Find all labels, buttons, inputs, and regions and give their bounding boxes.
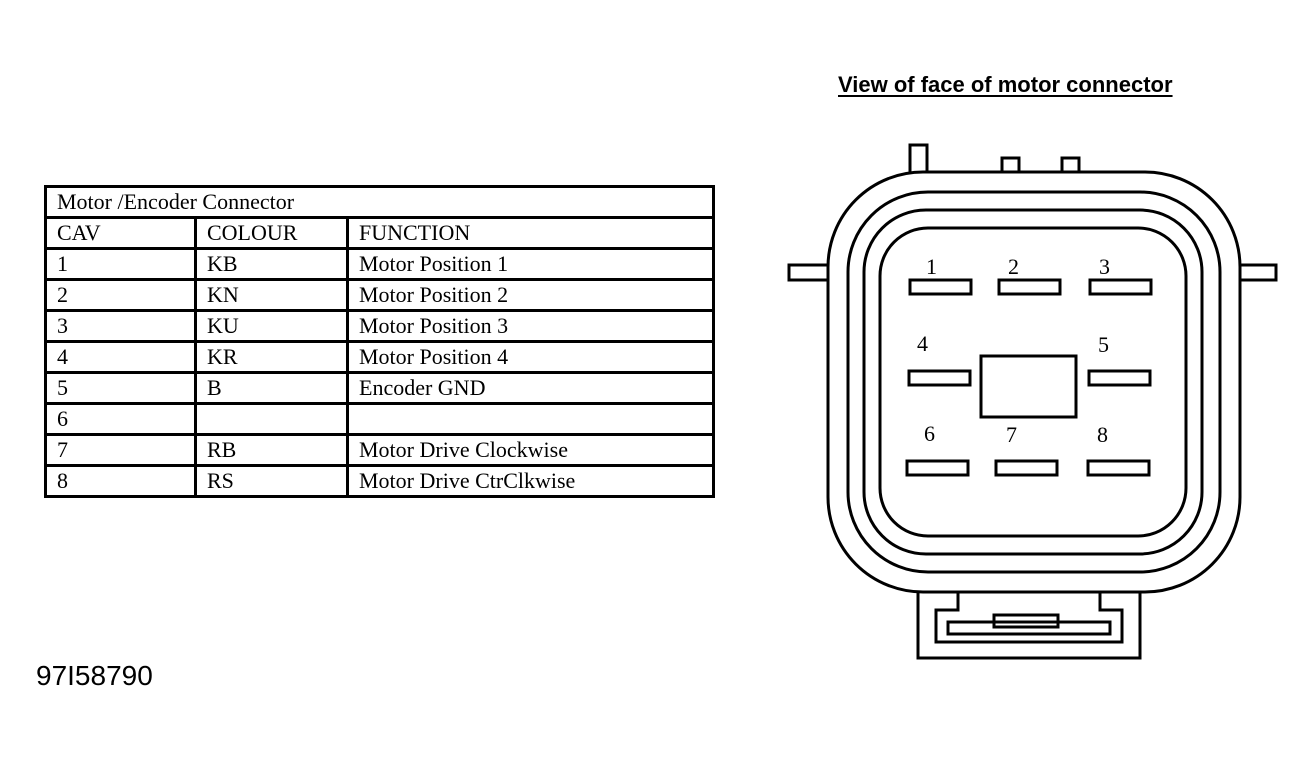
cav-cell: 8 (44, 464, 197, 498)
colour-cell: KU (194, 309, 349, 343)
pin-label: 8 (1097, 422, 1108, 447)
cav-cell: 6 (44, 402, 197, 436)
table-row: 8 RS Motor Drive CtrClkwise (44, 464, 716, 498)
function-cell: Motor Position 4 (345, 340, 716, 374)
table-row: 4 KR Motor Position 4 (44, 340, 716, 374)
header-cav: CAV (44, 216, 197, 250)
function-cell: Motor Position 3 (345, 309, 716, 343)
function-cell: Motor Drive CtrClkwise (345, 464, 716, 498)
housing-seal-ring (846, 190, 1222, 574)
colour-cell: RB (194, 433, 349, 467)
pin-label: 4 (917, 331, 928, 356)
pin-2-slot (997, 278, 1062, 296)
cav-cell: 5 (44, 371, 197, 405)
function-cell: Motor Position 2 (345, 278, 716, 312)
housing-outer-shell (826, 170, 1242, 594)
table-title-row: Motor /Encoder Connector (43, 185, 716, 219)
function-cell (345, 402, 716, 436)
table-row: 5 B Encoder GND (44, 371, 716, 405)
pin-number-labels: 1 2 3 4 5 6 7 8 (917, 254, 1110, 447)
figure-id: 97I58790 (36, 660, 153, 691)
colour-cell (194, 402, 349, 436)
pin-label: 5 (1098, 332, 1109, 357)
table-row: 2 KN Motor Position 2 (44, 278, 716, 312)
pin-3-slot (1088, 278, 1153, 296)
colour-cell: RS (194, 464, 349, 498)
pin-face-boundary (878, 226, 1188, 538)
cav-cell: 4 (44, 340, 197, 374)
left-side-ear (787, 263, 831, 282)
connector-pin-table: Motor /Encoder Connector CAV COLOUR FUNC… (43, 185, 716, 498)
table-row: 7 RB Motor Drive Clockwise (44, 433, 716, 467)
pin-1-slot (908, 278, 973, 296)
function-cell: Motor Position 1 (345, 247, 716, 281)
pin-label: 3 (1099, 254, 1110, 279)
cav-cell: 7 (44, 433, 197, 467)
pin-label: 7 (1006, 422, 1017, 447)
right-side-ear (1234, 263, 1278, 282)
terminal-slots (905, 278, 1153, 477)
pin-7-slot (994, 459, 1059, 477)
function-cell: Motor Drive Clockwise (345, 433, 716, 467)
table-row: 6 (44, 402, 716, 436)
cav-cell: 1 (44, 247, 197, 281)
bottom-latch-key (992, 613, 1060, 629)
bottom-latch-inner (946, 620, 1112, 636)
housing-inner-wall (862, 208, 1204, 556)
colour-cell: B (194, 371, 349, 405)
pin-label: 6 (924, 421, 935, 446)
pin-4-slot (907, 369, 972, 387)
pin-6-slot (905, 459, 970, 477)
pin-label: 2 (1008, 254, 1019, 279)
pin-label: 1 (926, 254, 937, 279)
pin-5-slot (1087, 369, 1152, 387)
table-header-row: CAV COLOUR FUNCTION (44, 216, 716, 250)
cav-cell: 3 (44, 309, 197, 343)
connector-view-title: View of face of motor connector (838, 72, 1173, 97)
colour-cell: KR (194, 340, 349, 374)
cav-cell: 2 (44, 278, 197, 312)
table-title: Motor /Encoder Connector (43, 185, 716, 219)
function-cell: Encoder GND (345, 371, 716, 405)
center-key-block (979, 354, 1078, 419)
table-row: 1 KB Motor Position 1 (44, 247, 716, 281)
colour-cell: KN (194, 278, 349, 312)
table-row: 3 KU Motor Position 3 (44, 309, 716, 343)
connector-housing (787, 143, 1278, 660)
bottom-latch-outer (916, 586, 1142, 660)
header-function: FUNCTION (345, 216, 716, 250)
pin-8-slot (1086, 459, 1151, 477)
header-colour: COLOUR (194, 216, 349, 250)
colour-cell: KB (194, 247, 349, 281)
